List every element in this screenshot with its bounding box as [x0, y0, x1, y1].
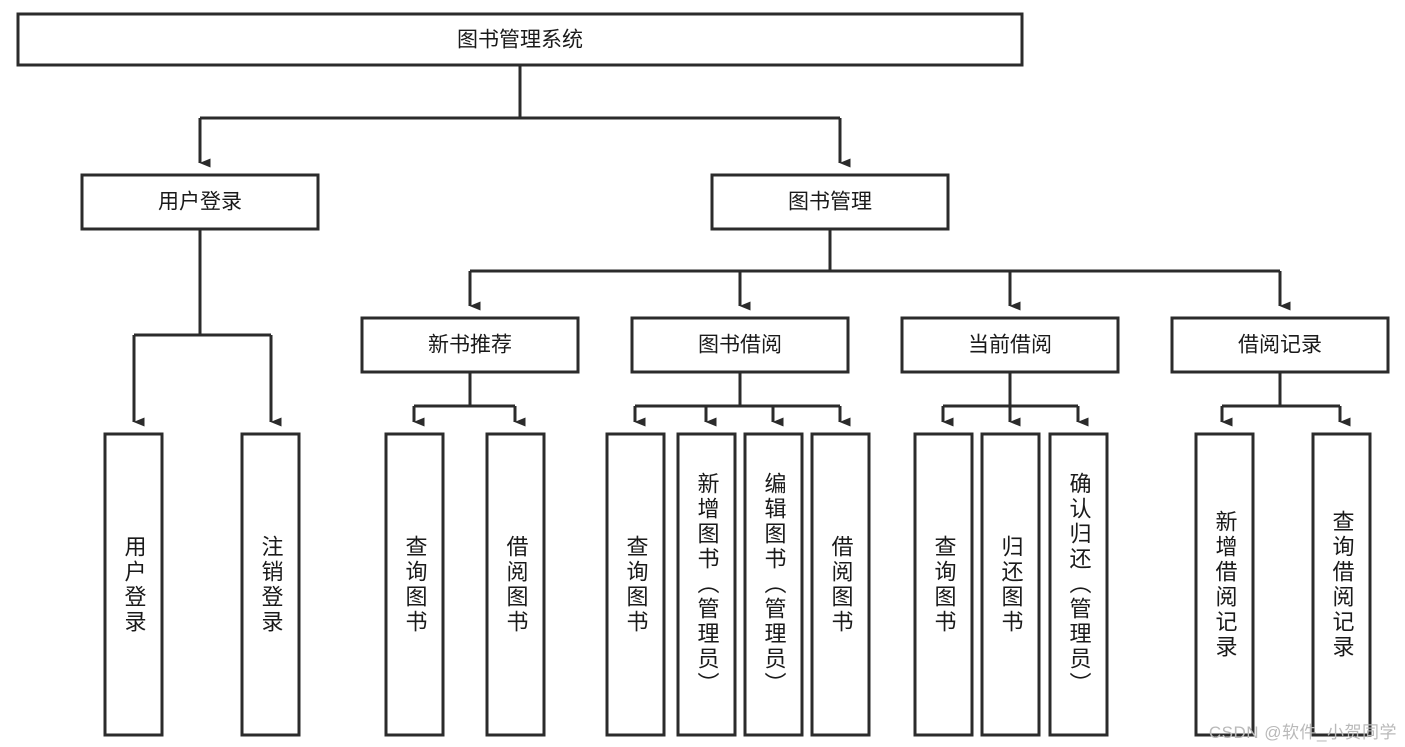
leaf-box-borrow-book-rec[interactable] — [485, 432, 546, 737]
leaf-box-query-book-borrow[interactable] — [605, 432, 666, 737]
leaf-box-query-book-rec[interactable] — [384, 432, 445, 737]
connector-book-manage-to-level3 — [468, 229, 1291, 311]
node-book-manage[interactable]: 图书管理 — [710, 173, 950, 231]
leaf-box-logout-login[interactable] — [240, 432, 301, 737]
node-new-book-recommend[interactable]: 新书推荐 — [360, 316, 580, 374]
node-root[interactable]: 图书管理系统 — [16, 12, 1024, 67]
root-box — [16, 12, 1024, 67]
csdn-watermark: CSDN @软件_小贺同学 — [1208, 723, 1397, 742]
leaf-box-query-borrow-record[interactable] — [1311, 432, 1372, 737]
leaf-box-user-login[interactable] — [103, 432, 164, 737]
new-book-recommend-box — [360, 316, 580, 374]
current-borrow-label: 当前借阅 — [968, 334, 1052, 357]
node-user-login[interactable]: 用户登录 — [80, 173, 320, 231]
node-borrow-record[interactable]: 借阅记录 — [1170, 316, 1390, 374]
root-label: 图书管理系统 — [457, 29, 583, 52]
node-current-borrow[interactable]: 当前借阅 — [900, 316, 1120, 374]
leaf-box-borrow-book[interactable] — [810, 432, 871, 737]
user-login-label: 用户登录 — [158, 191, 242, 214]
leaf-box-add-book-admin[interactable] — [676, 432, 737, 737]
book-borrow-label: 图书借阅 — [698, 334, 782, 357]
borrow-record-label: 借阅记录 — [1238, 334, 1322, 357]
connector-root-to-level2 — [198, 65, 851, 168]
leaf-box-confirm-return-admin[interactable] — [1048, 432, 1109, 737]
connector-current-borrow-to-leaves — [941, 372, 1089, 427]
current-borrow-box — [900, 316, 1120, 374]
leaf-box-edit-book-admin[interactable] — [743, 432, 804, 737]
leaf-box-return-book[interactable] — [980, 432, 1041, 737]
connector-book-borrow-to-leaves — [633, 372, 851, 427]
node-book-borrow[interactable]: 图书借阅 — [630, 316, 850, 374]
connector-user-login-to-leaves — [132, 229, 282, 427]
book-manage-label: 图书管理 — [788, 191, 872, 214]
new-book-recommend-label: 新书推荐 — [428, 334, 512, 357]
connector-borrow-record-to-leaves — [1220, 372, 1351, 427]
connector-new-book-recommend-to-leaves — [412, 372, 526, 427]
leaf-box-group — [103, 432, 1372, 737]
leaf-box-add-borrow-record[interactable] — [1194, 432, 1255, 737]
leaf-box-query-book-current[interactable] — [913, 432, 974, 737]
